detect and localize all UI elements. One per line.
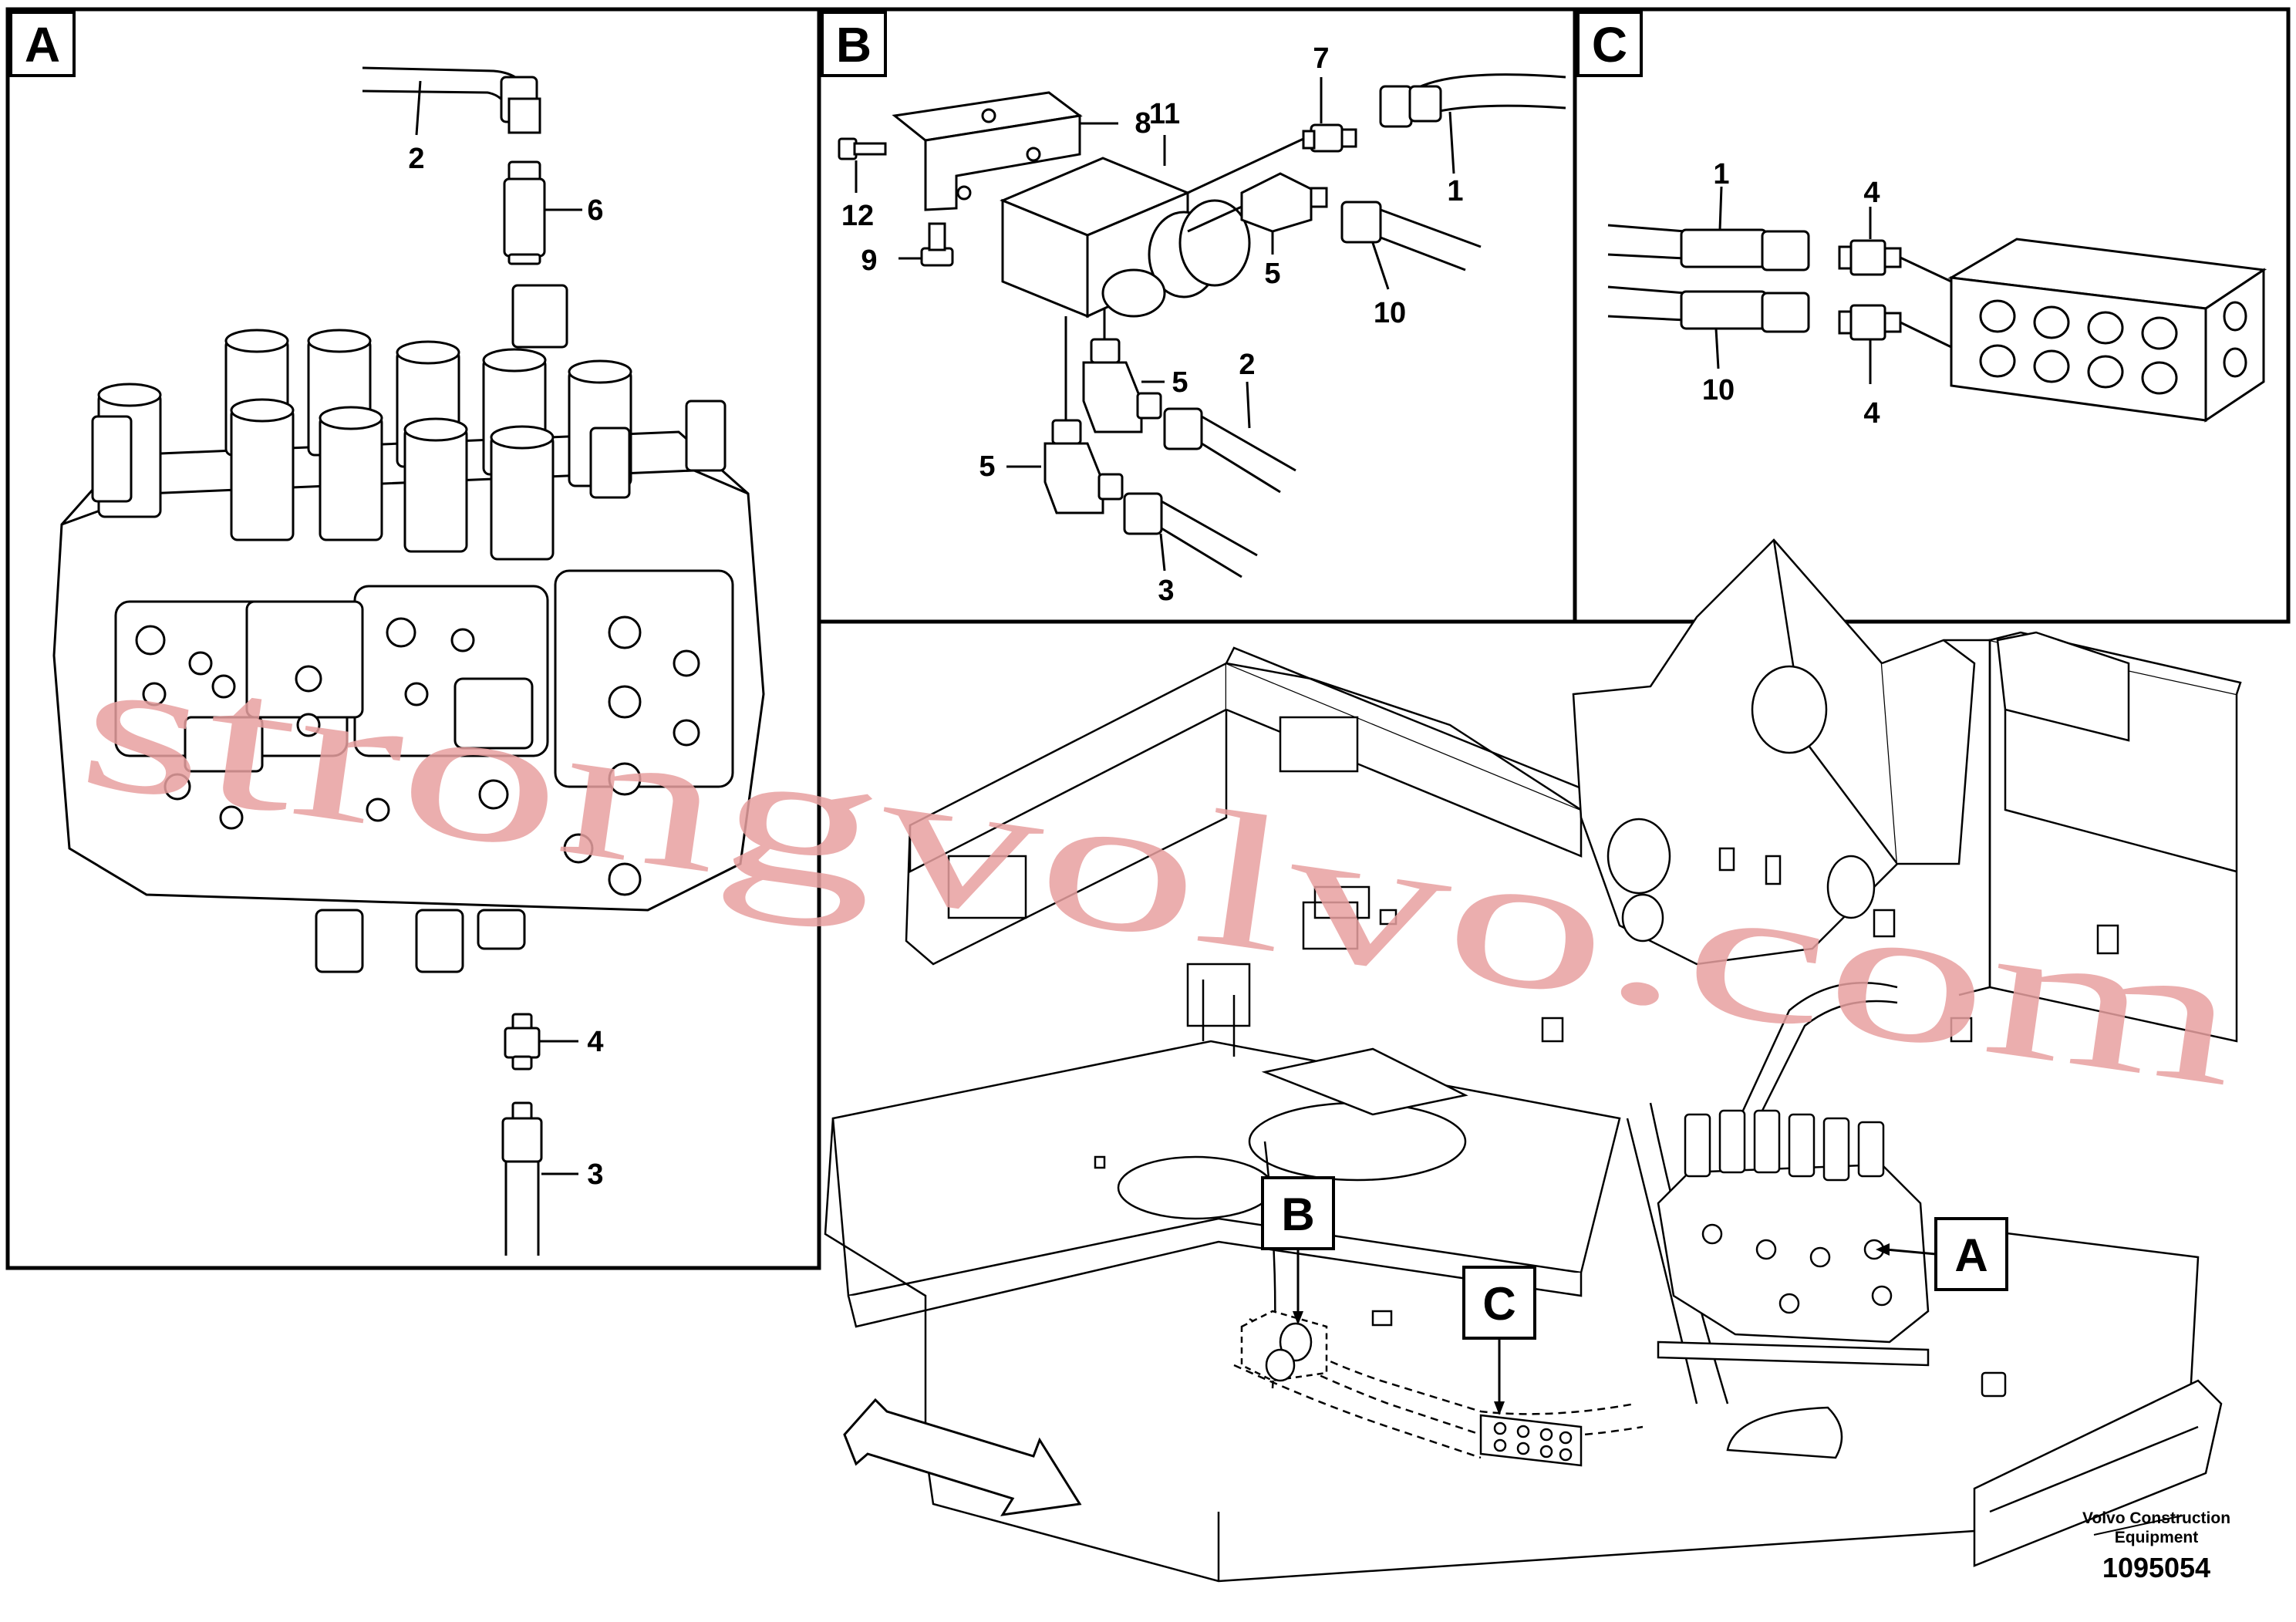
hoses-c [1607, 224, 1810, 333]
bolt-9 [920, 222, 954, 267]
label-b-10: 10 [1374, 297, 1406, 329]
panel-b: B [817, 7, 1577, 624]
bracket-8 [892, 91, 1083, 211]
callout-b: B [1261, 1176, 1335, 1325]
label-b-1: 1 [1447, 175, 1463, 207]
bolt-12 [838, 137, 887, 160]
valve-ports [135, 615, 700, 896]
adapters-4 [1838, 239, 1902, 341]
label-b-2: 2 [1239, 349, 1255, 381]
panel-a-letter: A [25, 17, 60, 73]
hose-b-1 [1379, 73, 1566, 128]
distribution-block [1947, 238, 2267, 423]
label-c-10: 10 [1702, 374, 1735, 406]
bottom-cartridges [315, 909, 526, 973]
label-b-11: 11 [1149, 98, 1180, 130]
label-c-4a: 4 [1863, 177, 1880, 209]
links-c [1900, 256, 1952, 349]
label-b-5a: 5 [1264, 258, 1280, 290]
callout-a: A [1876, 1217, 2008, 1291]
forward-direction-arrow [843, 1398, 1082, 1516]
fitting-6 [503, 160, 546, 265]
hose-bottom [501, 1101, 543, 1256]
main-frame-view [824, 538, 2242, 1583]
label-c-4b: 4 [1863, 397, 1880, 430]
main-view-control-valve [1657, 1109, 1930, 1367]
label-b-7: 7 [1313, 42, 1329, 75]
leaders-a [415, 80, 582, 1175]
hose-b-3 [1123, 492, 1258, 578]
label-b-8: 8 [1135, 107, 1151, 140]
footer-brand-line2: Equipment [2115, 1529, 2199, 1546]
tee-fitting-5a [1240, 172, 1328, 233]
fitting-7 [1302, 123, 1357, 153]
elbow-fitting-5c [1043, 419, 1124, 514]
main-view-solenoid-b [1240, 1310, 1328, 1382]
callout-a-letter: A [1954, 1229, 1988, 1281]
footer-block: Volvo Construction Equipment 1095054 [2082, 1509, 2230, 1583]
leaders-b [855, 77, 1455, 572]
solenoid-block-11 [1000, 157, 1251, 319]
panel-c-letter: C [1592, 17, 1627, 73]
hose-top [362, 66, 541, 134]
control-valve-body [52, 430, 765, 912]
label-b-3: 3 [1158, 575, 1174, 607]
fitting-4 [504, 1013, 541, 1071]
footer-number: 1095054 [2102, 1552, 2210, 1583]
callout-c-letter: C [1482, 1278, 1515, 1330]
main-view-block-c [1479, 1414, 1583, 1467]
panel-b-letter: B [836, 17, 872, 73]
hose-b-10 [1340, 201, 1482, 271]
label-b-9: 9 [861, 244, 877, 277]
leaders-c [1714, 186, 1872, 384]
hose-b-2 [1163, 407, 1296, 494]
label-a-4: 4 [587, 1026, 603, 1058]
solenoid-stack [91, 284, 727, 561]
label-a-6: 6 [587, 194, 603, 227]
label-b-12: 12 [841, 200, 874, 232]
footer-brand-line1: Volvo Construction [2082, 1509, 2230, 1527]
panel-c: C [1573, 7, 2291, 624]
label-a-3: 3 [587, 1158, 603, 1191]
label-c-1: 1 [1713, 158, 1729, 191]
panel-a: A [5, 7, 821, 1270]
label-a-2: 2 [408, 143, 424, 175]
block-links [1064, 137, 1304, 420]
label-b-5c: 5 [979, 450, 995, 483]
elbow-fitting-5b [1082, 338, 1162, 433]
callout-b-letter: B [1281, 1189, 1314, 1240]
label-b-5b: 5 [1172, 366, 1188, 399]
callout-c: C [1462, 1266, 1536, 1415]
